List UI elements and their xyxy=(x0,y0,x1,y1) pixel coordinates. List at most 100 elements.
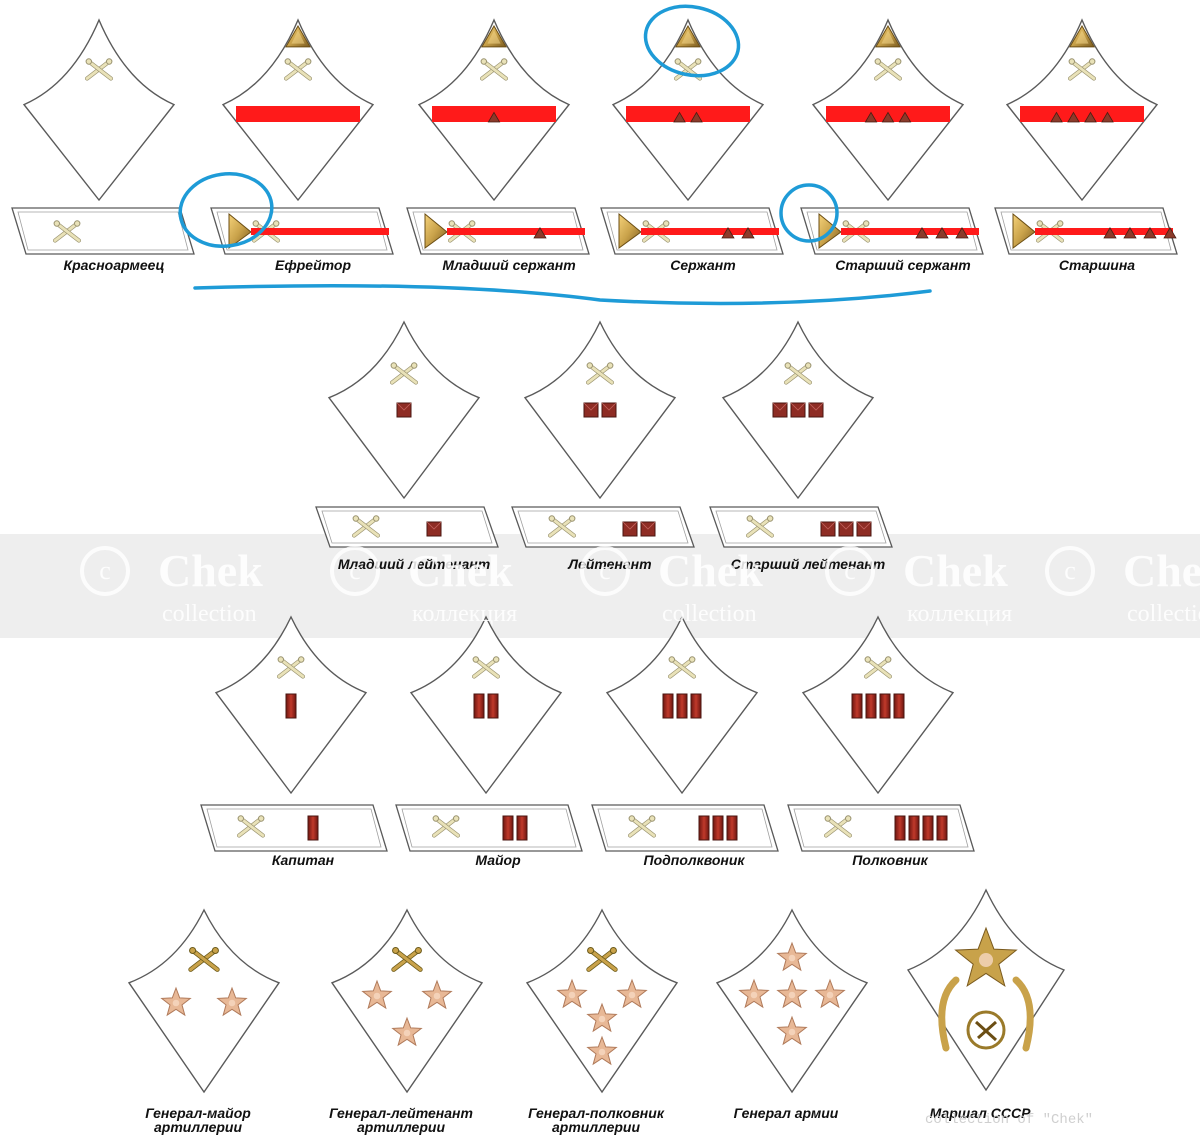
collar-tab xyxy=(906,888,1066,1092)
watermark-copyright-3: c xyxy=(825,546,875,596)
cannon-muzzle-left xyxy=(842,220,850,227)
cannon-muzzle-left xyxy=(746,515,754,522)
gold-chevron-highlight xyxy=(881,30,895,44)
red-stripe xyxy=(626,106,750,122)
rank-triangle xyxy=(1103,227,1117,239)
senior-officer-label-0-main: Капитан xyxy=(271,852,335,868)
collar-strip-inner xyxy=(793,808,969,848)
senior-officer-label-1-main: Майор xyxy=(475,852,521,868)
cannon-muzzle-left xyxy=(586,362,594,369)
cannon-muzzle-left xyxy=(237,815,245,822)
watermark-copyright-2: c xyxy=(580,546,630,596)
rank-triangle xyxy=(881,111,895,123)
cannon-barrel-right xyxy=(748,517,774,537)
collar-tab xyxy=(127,908,281,1094)
cannon-muzzle-right xyxy=(304,58,312,65)
rank-bar xyxy=(894,815,906,841)
general-label-1-sub: артиллерии xyxy=(356,1119,445,1135)
collar-strip-inner xyxy=(597,808,773,848)
rank-bar xyxy=(712,815,724,841)
senior-officer-rank-1 xyxy=(395,615,583,852)
collar-strip xyxy=(709,506,893,548)
highlight-underline xyxy=(193,283,932,306)
cannon-barrel-right xyxy=(588,948,617,972)
cannon-muzzle-right xyxy=(688,656,696,663)
enlisted-rank-5 xyxy=(994,18,1178,255)
rank-bar xyxy=(676,693,688,719)
general-star-center xyxy=(172,999,180,1007)
rank-triangle xyxy=(1163,227,1177,239)
collar-strip-inner xyxy=(715,510,887,544)
gold-chevron-highlight xyxy=(1075,30,1089,44)
collar-strip-inner xyxy=(206,808,382,848)
watermark-title-2: Chek xyxy=(658,545,763,596)
cannon-barrel-right xyxy=(239,817,265,837)
rank-square-facet xyxy=(601,402,617,411)
collar-strip-inner xyxy=(401,808,577,848)
cannon-barrel-right xyxy=(786,364,812,384)
rank-bar xyxy=(698,815,710,841)
cannon-muzzle-right xyxy=(414,946,422,955)
rank-square-facet xyxy=(838,521,854,530)
cannon-muzzle-left xyxy=(864,656,872,663)
cannon-muzzle-left xyxy=(432,815,440,822)
watermark-credit: collection of "Chek" xyxy=(925,1112,1094,1128)
collar-strip xyxy=(315,506,499,548)
rank-bar xyxy=(726,815,738,841)
general-star-center xyxy=(826,991,834,999)
collar-tab xyxy=(523,320,677,500)
cannon-muzzle-left xyxy=(874,58,882,65)
strip-red-line xyxy=(1035,228,1173,235)
watermark-title-1: Chek xyxy=(408,545,513,596)
cannon-muzzle-right xyxy=(894,58,902,65)
enlisted-label-0: Красноармеец xyxy=(63,257,164,273)
collar-tab xyxy=(525,908,679,1094)
general-rank-0 xyxy=(127,908,281,1094)
watermark-sub-3: коллекция xyxy=(907,601,1013,627)
rank-square-facet xyxy=(856,521,872,530)
rank-square-facet xyxy=(583,402,599,411)
cannon-muzzle-right xyxy=(410,362,418,369)
senior-officer-label-1: Майор xyxy=(475,852,520,868)
cannon-muzzle-right xyxy=(257,815,265,822)
cannon-muzzle-right xyxy=(500,58,508,65)
collar-strip xyxy=(11,207,195,255)
strip-red-line xyxy=(447,228,585,235)
rank-bar xyxy=(865,693,877,719)
watermark-sub-1: коллекция xyxy=(412,601,518,627)
cannon-muzzle-right xyxy=(272,220,280,227)
general-label-0-sub: артиллерии xyxy=(153,1119,243,1135)
watermark-title-0: Chek xyxy=(158,545,263,596)
watermark-copyright-0: c xyxy=(80,546,130,596)
cannon-muzzle-right xyxy=(862,220,870,227)
collar-strip-inner xyxy=(321,510,493,544)
cannon-muzzle-right xyxy=(105,58,113,65)
general-star-center xyxy=(788,954,796,962)
general-label-3-main: Генерал армии xyxy=(733,1105,839,1121)
cannon-muzzle-right xyxy=(844,815,852,822)
cannon-muzzle-left xyxy=(85,58,93,65)
collar-strip-inner xyxy=(606,211,778,251)
senior-officer-label-0: Капитан xyxy=(272,852,334,868)
rank-square-facet xyxy=(772,402,788,411)
strip-chevron xyxy=(228,212,252,249)
cannon-muzzle-left xyxy=(668,656,676,663)
cannon-barrel-right xyxy=(482,60,508,80)
rank-square-facet xyxy=(622,521,638,530)
rank-triangle xyxy=(935,227,949,239)
rank-square-facet xyxy=(640,521,656,530)
general-label-1-main: Генерал-лейтенант xyxy=(329,1105,473,1121)
enlisted-label-3: Сержант xyxy=(670,257,735,273)
cannon-muzzle-left xyxy=(642,220,650,227)
general-star-center xyxy=(373,992,381,1000)
enlisted-label-2-main: Младший сержант xyxy=(442,257,576,273)
rank-bar xyxy=(690,693,702,719)
cannon-muzzle-left xyxy=(628,815,636,822)
gold-chevron-highlight xyxy=(681,30,695,44)
collar-strip-inner xyxy=(806,211,978,251)
general-rank-3 xyxy=(715,908,869,1094)
collar-strip-inner xyxy=(216,211,388,251)
general-star-center xyxy=(403,1029,411,1037)
collar-strip xyxy=(511,506,695,548)
